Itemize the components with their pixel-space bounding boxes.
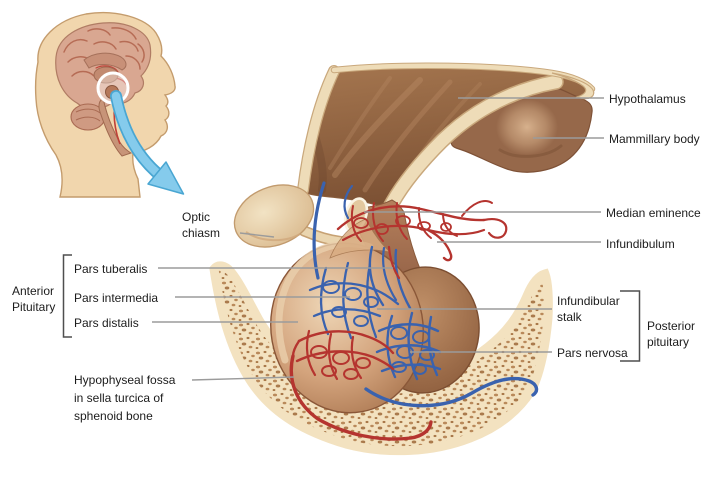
anterior-pituitary-bracket (62, 254, 72, 338)
label-mammillary-body: Mammillary body (609, 132, 700, 146)
cerebellum-lines (75, 108, 101, 122)
posterior-pituitary-bracket (620, 290, 641, 362)
corpus-callosum-shape (83, 52, 127, 71)
brainstem-shape (98, 97, 133, 157)
hypothalamus-cream-bands (297, 62, 596, 217)
leader-optic-chiasm (239, 232, 275, 238)
group-brackets (62, 254, 641, 362)
head-inset (34, 11, 185, 198)
leader-hypophyseal-fossa (191, 376, 295, 381)
label-optic-chiasm: Optic chiasm (182, 210, 221, 240)
label-anterior-pituitary: Anterior Pituitary (12, 284, 56, 314)
vein-capillary-network (308, 181, 539, 408)
label-pars-intermedia: Pars intermedia (74, 291, 159, 305)
label-posterior-pituitary: Posterior pituitary (647, 319, 696, 349)
artery-capillary-network (289, 200, 508, 441)
zoom-arrow-icon (110, 90, 185, 195)
label-hypophyseal-fossa: Hypophyseal fossa in sella turcica of sp… (74, 373, 176, 423)
label-pars-tuberalis: Pars tuberalis (74, 262, 148, 276)
label-infundibular-stalk: Infundibular stalk (557, 294, 620, 324)
leader-lines (152, 97, 604, 381)
label-pars-nervosa: Pars nervosa (557, 346, 628, 360)
label-hypothalamus: Hypothalamus (609, 92, 686, 106)
label-median-eminence: Median eminence (606, 206, 701, 220)
label-infundibulum: Infundibulum (606, 237, 675, 251)
label-pars-distalis: Pars distalis (74, 316, 139, 330)
